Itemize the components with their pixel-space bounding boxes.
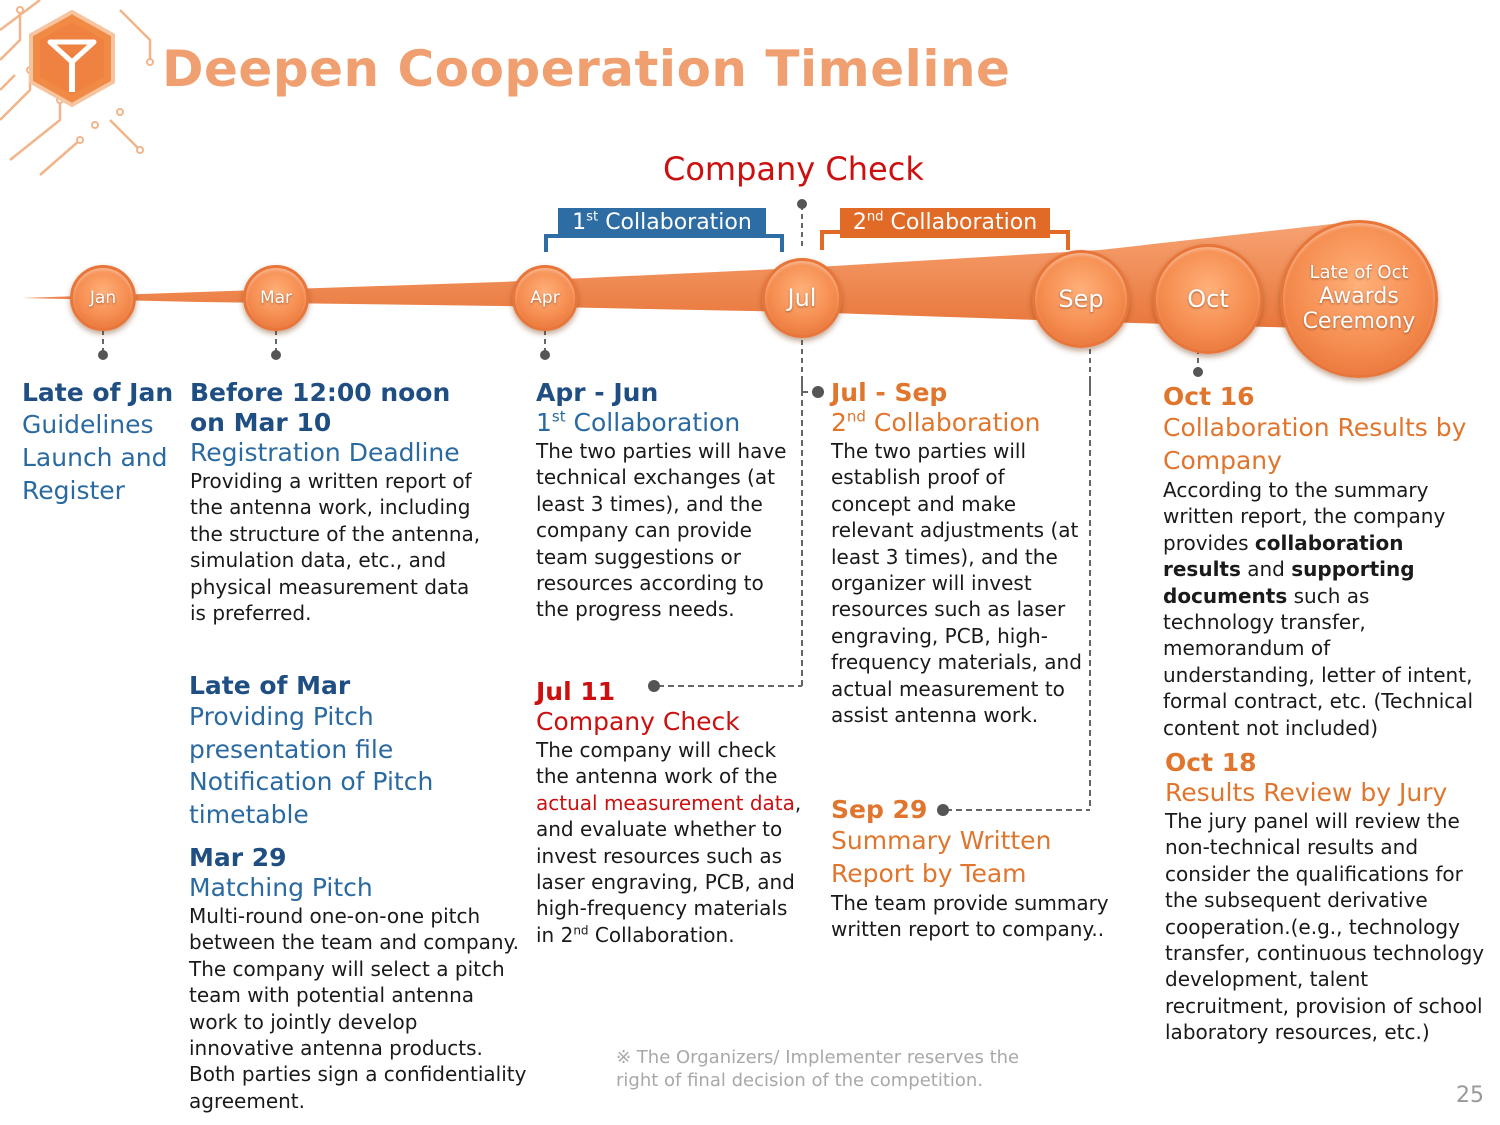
month-node-sep: Sep <box>1032 250 1130 348</box>
mar29-milestone: Mar 29 Matching Pitch Multi-round one-on… <box>189 843 529 1114</box>
latemar-head: Late of Mar <box>189 671 351 700</box>
sep29-milestone: Sep 29 Summary Written Report by Team Th… <box>831 795 1131 943</box>
mar29-sub: Matching Pitch <box>189 873 373 902</box>
oct16-body: According to the summary written report,… <box>1163 478 1474 740</box>
jul11-sub: Company Check <box>536 707 740 736</box>
mar10-milestone: Before 12:00 noon on Mar 10 Registration… <box>190 378 490 626</box>
month-node-ceremony: Late of Oct Awards Ceremony <box>1280 220 1438 378</box>
sep29-head: Sep 29 <box>831 795 928 824</box>
company-check-label: Company Check <box>663 150 924 188</box>
sep29-sub: Summary Written Report by Team <box>831 826 1052 888</box>
mar29-body: Multi-round one-on-one pitch between the… <box>189 904 527 1113</box>
jan-head: Late of Jan <box>22 378 174 407</box>
oct16-sub: Collaboration Results by Company <box>1163 413 1467 475</box>
oct16-head: Oct 16 <box>1163 382 1255 411</box>
jul11-milestone: Jul 11 Company Check The company will ch… <box>536 677 806 948</box>
collab1-bar <box>558 208 766 238</box>
oct18-head: Oct 18 <box>1165 748 1257 777</box>
aprjun-head: Apr - Jun <box>536 378 659 407</box>
latemar-sub2: Notification of Pitch timetable <box>189 767 434 829</box>
mar10-sub: Registration Deadline <box>190 438 460 467</box>
footnote: ※ The Organizers/ Implementer reserves t… <box>616 1047 1020 1092</box>
logo-circuit-decoration <box>0 0 154 176</box>
mar10-body: Providing a written report of the antenn… <box>190 469 481 625</box>
jan-milestone: Late of Jan Guidelines Launch and Regist… <box>22 378 182 507</box>
jul11-body: The company will check the antenna work … <box>536 738 802 947</box>
sep29-body: The team provide summary written report … <box>831 891 1109 942</box>
julsep-sub: 2nd Collaboration <box>831 407 1041 437</box>
ceremony-line2: Awards <box>1319 284 1399 310</box>
page-number: 25 <box>1456 1083 1484 1108</box>
month-node-mar: Mar <box>243 265 309 331</box>
oct16-milestone: Oct 16 Collaboration Results by Company … <box>1163 382 1483 741</box>
julsep-milestone: Jul - Sep 2nd Collaboration The two part… <box>831 378 1091 728</box>
oct18-sub: Results Review by Jury <box>1165 778 1448 807</box>
jan-sub: Guidelines Launch and Register <box>22 410 168 505</box>
aprjun-sub: 1st Collaboration <box>536 407 741 437</box>
oct18-milestone: Oct 18 Results Review by Jury The jury p… <box>1165 748 1487 1046</box>
collab2-label: 2nd Collaboration <box>852 209 1038 235</box>
oct18-body: The jury panel will review the non-techn… <box>1165 809 1485 1045</box>
lower-connectors <box>648 380 1091 816</box>
julsep-head: Jul - Sep <box>831 378 948 407</box>
month-node-jan: Jan <box>70 265 136 331</box>
aprjun-body: The two parties will have technical exch… <box>536 439 787 622</box>
collab1-label: 1st Collaboration <box>572 209 752 235</box>
ceremony-line3: Ceremony <box>1302 309 1416 335</box>
mar29-head: Mar 29 <box>189 843 287 872</box>
aprjun-milestone: Apr - Jun 1st Collaboration The two part… <box>536 378 796 623</box>
latemar-milestone: Late of Mar Providing Pitch presentation… <box>189 671 489 831</box>
collab2-bar <box>840 208 1050 238</box>
jul11-head: Jul 11 <box>536 677 616 706</box>
ceremony-line1: Late of Oct <box>1309 262 1409 284</box>
page-title: Deepen Cooperation Timeline <box>162 40 1011 98</box>
latemar-sub1: Providing Pitch presentation file <box>189 702 394 764</box>
month-node-apr: Apr <box>512 265 578 331</box>
julsep-body: The two parties will establish proof of … <box>831 439 1082 727</box>
month-node-jul: Jul <box>762 258 842 338</box>
month-node-oct: Oct <box>1153 244 1263 354</box>
mar10-head1: Before 12:00 noon <box>190 378 451 407</box>
mar10-head2: on Mar 10 <box>190 408 332 437</box>
